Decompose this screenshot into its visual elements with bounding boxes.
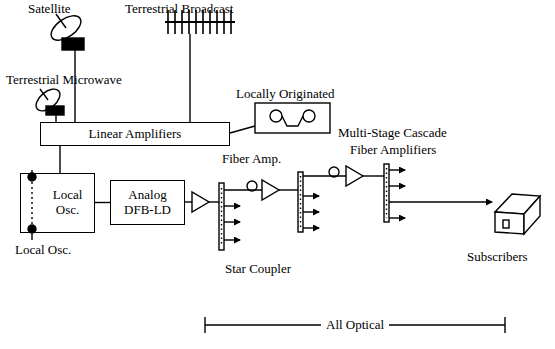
star-coupler [298,172,303,232]
part-label: Local Osc. [15,243,71,257]
stage-label: Fiber Amplifiers [350,143,436,157]
source-label: Satellite [28,2,71,16]
part-label: Fiber Amp. [222,152,281,166]
box-text: Local Osc. [45,188,90,218]
star-coupler [384,164,389,222]
broadcast-antenna [165,10,235,122]
satellite-dish [47,11,85,122]
signal-line [95,202,110,203]
stage-label: Multi-Stage Cascade [338,126,447,140]
source-label: Locally Originated [236,87,335,101]
box-text: Analog DFB-LD [115,188,180,218]
oscillator-symbol [28,170,36,240]
tape-machine [230,103,330,133]
range-label: All Optical [321,318,389,332]
range-bracket [205,317,505,333]
part-label: Subscribers [467,250,528,264]
amplifier-box: Linear Amplifiers [40,122,230,146]
source-label: Terrestrial Broadcast [125,2,233,16]
amplifier-triangle [262,180,279,200]
signal-line [59,146,60,173]
laser-box: Analog DFB-LD [110,180,185,225]
star-coupler [219,183,224,250]
amplifier-triangle [192,192,209,212]
source-label: Terrestrial Microwave [6,73,122,87]
amplifier-triangle [346,166,363,186]
microwave-dish [32,85,64,122]
box-text: Linear Amplifiers [89,127,182,142]
subscriber-house [495,194,540,234]
oscillator-box: Local Osc. [20,173,95,233]
part-label: Star Coupler [225,262,291,276]
